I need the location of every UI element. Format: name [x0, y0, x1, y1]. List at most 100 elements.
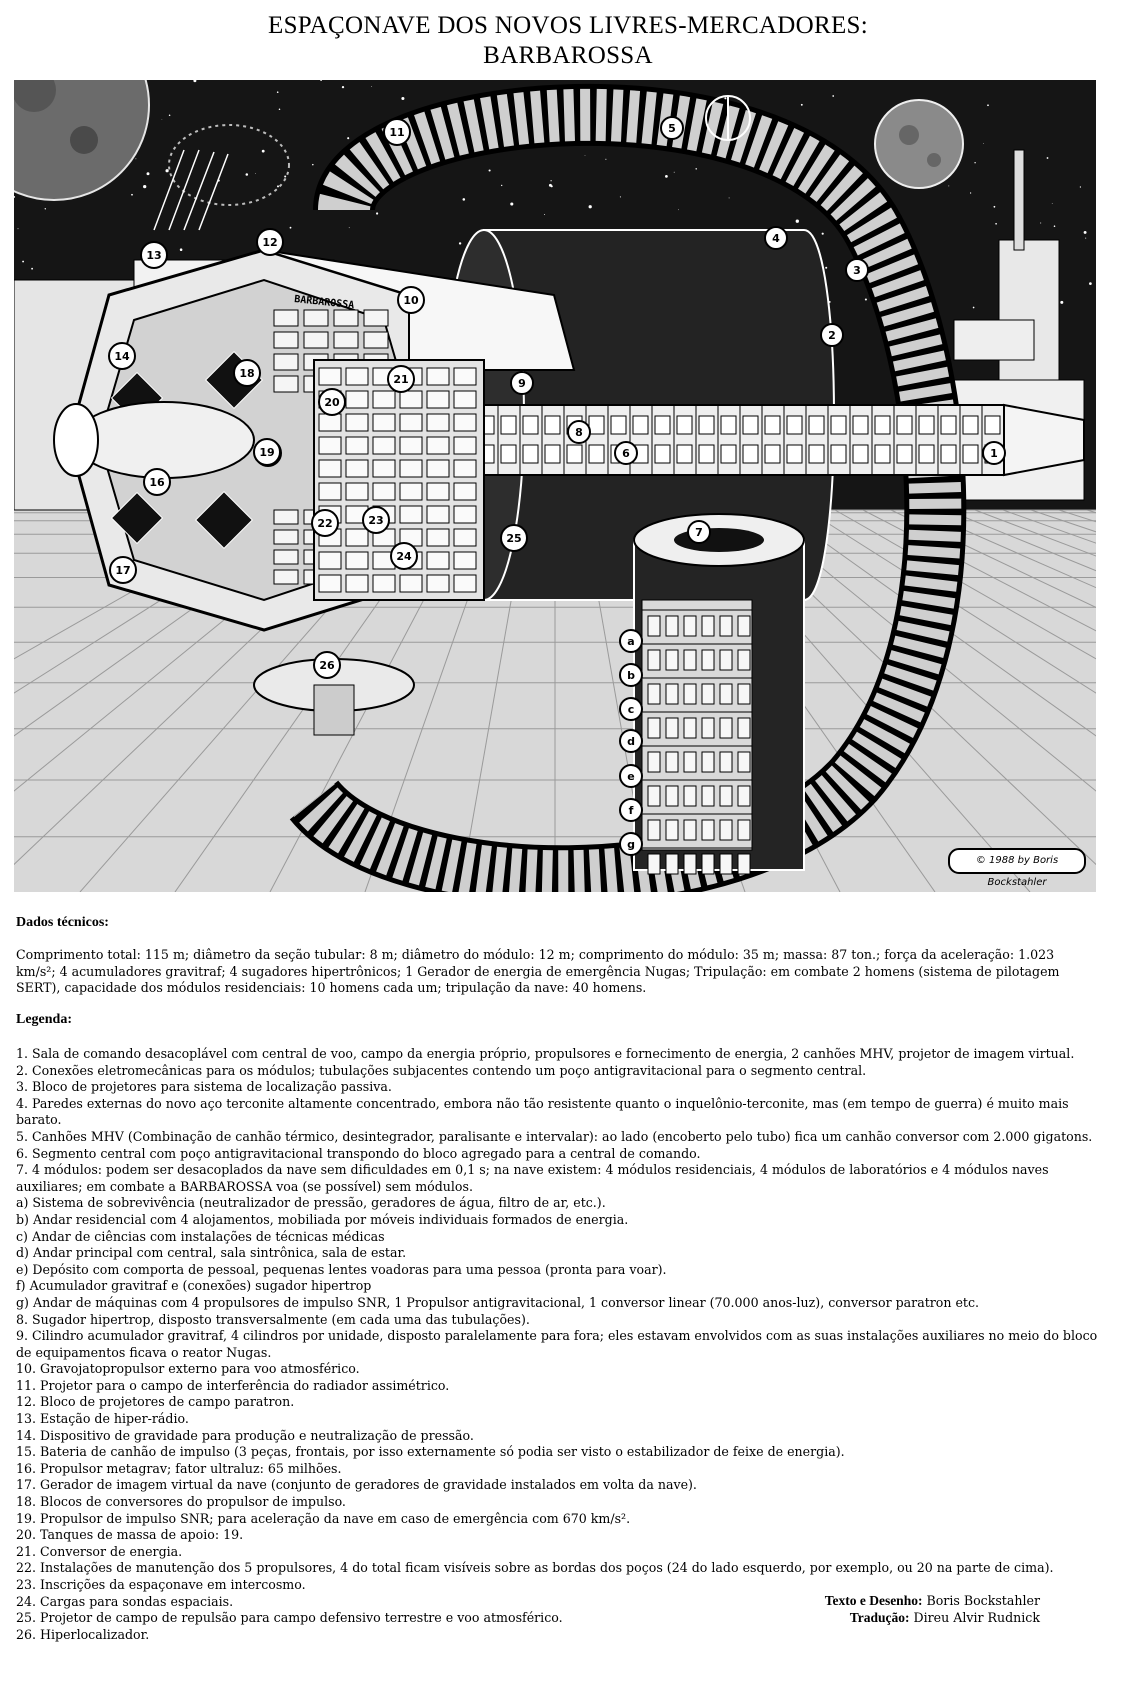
svg-text:b: b — [627, 669, 635, 682]
tech-data-heading: Dados técnicos: — [16, 915, 109, 930]
svg-text:e: e — [627, 770, 634, 783]
nebula — [168, 124, 290, 206]
svg-text:12: 12 — [262, 236, 277, 249]
legend-item: 25. Projetor de campo de repulsão para c… — [16, 1610, 563, 1626]
svg-text:4: 4 — [772, 232, 780, 245]
callout-5: 5 — [660, 116, 684, 140]
legend-item: a) Sistema de sobrevivência (neutralizad… — [16, 1195, 606, 1211]
legend-item: 12. Bloco de projetores de campo paratro… — [16, 1394, 295, 1410]
callout-11: 11 — [383, 118, 411, 146]
svg-text:d: d — [627, 735, 635, 748]
callout-21: 21 — [387, 365, 415, 393]
legend-heading: Legenda: — [16, 1012, 72, 1027]
callout-14: 14 — [108, 342, 136, 370]
svg-text:6: 6 — [622, 447, 630, 460]
callout-13: 13 — [140, 241, 168, 269]
legend-item: 5. Canhões MHV (Combinação de canhão tér… — [16, 1128, 1093, 1144]
svg-text:8: 8 — [575, 426, 583, 439]
callout-d: d — [619, 729, 643, 753]
svg-text:20: 20 — [324, 396, 340, 409]
legend-item: 17. Gerador de imagem virtual da nave (c… — [16, 1477, 697, 1493]
callout-markers: 1234567891011121314151617181920212223242… — [108, 116, 1006, 856]
planet-right — [874, 99, 964, 189]
svg-text:24: 24 — [396, 550, 412, 563]
legend-item: 3. Bloco de projetores para sistema de l… — [16, 1079, 392, 1095]
legend-item: b) Andar residencial com 4 alojamentos, … — [16, 1211, 629, 1227]
svg-text:21: 21 — [393, 373, 408, 386]
antenna-array — [153, 149, 229, 231]
svg-text:11: 11 — [389, 126, 404, 139]
svg-text:g: g — [627, 838, 635, 851]
legend-item: 8. Sugador hipertrop, disposto transvers… — [16, 1311, 530, 1327]
svg-text:19: 19 — [259, 446, 274, 459]
legend-item: 15. Bateria de canhão de impulso (3 peça… — [16, 1444, 845, 1460]
credit-author: Texto e Desenho: Boris Bockstahler — [824, 1593, 1040, 1608]
callout-7: 7 — [687, 520, 711, 544]
legend-item: f) Acumulador gravitraf e (conexões) sug… — [16, 1278, 372, 1294]
svg-text:3: 3 — [853, 264, 861, 277]
legend-item: 6. Segmento central com poço antigravita… — [16, 1145, 701, 1161]
callout-b: b — [619, 663, 643, 687]
legend-item: 11. Projetor para o campo de interferênc… — [16, 1377, 450, 1393]
legend-item: 22. Instalações de manutenção dos 5 prop… — [16, 1560, 1054, 1576]
window-left — [110, 491, 164, 545]
svg-text:10: 10 — [403, 294, 419, 307]
artist-signature: © 1988 by Boris Bockstahler — [948, 848, 1086, 888]
callout-19: 19 — [253, 438, 281, 466]
callout-4: 4 — [764, 226, 788, 250]
legend-item: 24. Cargas para sondas espaciais. — [16, 1593, 234, 1609]
svg-text:f: f — [629, 804, 634, 817]
callout-23: 23 — [362, 506, 390, 534]
legend-item: 10. Gravojatopropulsor externo para voo … — [16, 1361, 360, 1377]
legend-list: 1. Sala de comando desacoplável com cent… — [16, 1046, 1106, 1643]
legend-item: 19. Propulsor de impulso SNR; para acele… — [16, 1510, 631, 1526]
page-subtitle: BARBAROSSA — [483, 42, 653, 69]
callout-18: 18 — [233, 359, 261, 387]
callout-e: e — [619, 764, 643, 788]
legend-item: 18. Blocos de conversores do propulsor d… — [16, 1494, 346, 1510]
callout-24: 24 — [390, 542, 418, 570]
page-title: ESPAÇONAVE DOS NOVOS LIVRES-MERCADORES: — [268, 12, 868, 39]
legend-item: 20. Tanques de massa de apoio: 19. — [16, 1527, 244, 1543]
callout-12: 12 — [256, 228, 284, 256]
svg-text:26: 26 — [319, 659, 335, 672]
tech-data-text: Comprimento total: 115 m; diâmetro da se… — [16, 947, 1060, 995]
legend-item: 7. 4 módulos: podem ser desacoplados da … — [16, 1162, 1049, 1194]
svg-text:16: 16 — [149, 476, 165, 489]
svg-text:13: 13 — [146, 249, 161, 262]
legend-item: 4. Paredes externas do novo aço terconit… — [16, 1095, 1069, 1128]
callout-16: 16 — [143, 468, 171, 496]
svg-text:9: 9 — [518, 377, 526, 390]
svg-text:22: 22 — [317, 517, 332, 530]
callout-8: 8 — [567, 420, 591, 444]
credits: Texto e Desenho: Boris Bockstahler Tradu… — [825, 1593, 1040, 1626]
svg-text:7: 7 — [695, 526, 703, 539]
svg-text:18: 18 — [239, 367, 254, 380]
callout-1: 1 — [982, 441, 1006, 465]
callout-g: g — [619, 832, 643, 856]
legend-item: 2. Conexões eletromecânicas para os módu… — [16, 1062, 867, 1078]
svg-text:17: 17 — [115, 564, 130, 577]
svg-text:25: 25 — [506, 532, 521, 545]
legend-item: 16. Propulsor metagrav; fator ultraluz: … — [16, 1460, 342, 1476]
callout-17: 17 — [109, 556, 137, 584]
legend-item: 21. Conversor de energia. — [16, 1543, 183, 1559]
legend-item: d) Andar principal com central, sala sin… — [16, 1245, 407, 1261]
legend-item: 1. Sala de comando desacoplável com cent… — [16, 1046, 1075, 1061]
callout-2: 2 — [820, 323, 844, 347]
legend-item: 26. Hiperlocalizador. — [16, 1626, 150, 1642]
window-bottom — [195, 491, 253, 549]
callout-3: 3 — [845, 258, 869, 282]
callout-a: a — [619, 629, 643, 653]
legend-item: 13. Estação de hiper-rádio. — [16, 1411, 189, 1427]
callout-f: f — [619, 798, 643, 822]
svg-text:c: c — [628, 703, 635, 716]
spaceship-illustration: BARBAROSSA 12345678910111213141516171819… — [14, 80, 1096, 892]
callout-26: 26 — [313, 651, 341, 679]
legend-item: g) Andar de máquinas com 4 propulsores d… — [16, 1294, 980, 1310]
vertical-module — [633, 513, 805, 875]
svg-text:14: 14 — [114, 350, 130, 363]
callout-22: 22 — [311, 509, 339, 537]
credit-translator: Tradução: Direu Alvir Rudnick — [849, 1609, 1040, 1625]
svg-text:23: 23 — [368, 514, 383, 527]
